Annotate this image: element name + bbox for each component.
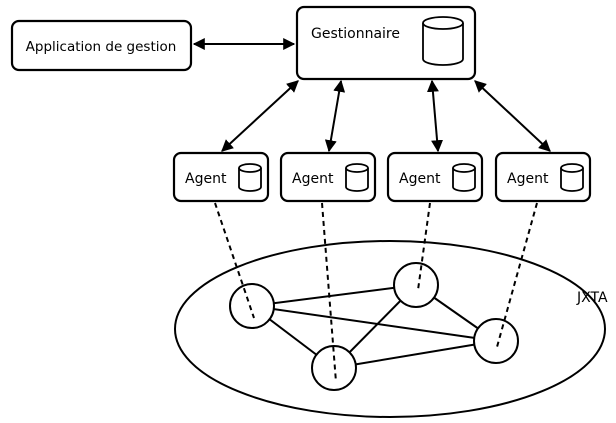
agent-peer-links (214, 202, 538, 383)
manager-agent-arrow (221, 80, 299, 152)
agent-peer-link (214, 202, 255, 319)
manager-database-icon (422, 16, 464, 66)
manager-label: Gestionnaire (311, 26, 400, 42)
peer-nodes (229, 262, 519, 391)
peer-edge (251, 305, 497, 342)
agent-database-icon (452, 163, 476, 192)
agent-label: Agent (185, 171, 227, 187)
jxta-label: JXTA (576, 290, 608, 306)
management-app-box (10, 19, 193, 72)
agent-peer-link (496, 202, 538, 348)
peer-edge (251, 284, 417, 307)
agent-node: Agent (172, 151, 270, 203)
agent-database-icon (238, 163, 262, 192)
agent-label: Agent (507, 171, 549, 187)
agent-peer-link (417, 202, 431, 291)
agent-peer-link (321, 202, 337, 383)
peer-node (473, 318, 519, 364)
manager-agent-arrow (324, 79, 346, 153)
manager-agent-arrow (426, 79, 444, 153)
agent-node: Agent (386, 151, 484, 203)
peer-edge (333, 340, 497, 369)
peer-node (229, 283, 275, 329)
agent-label: Agent (292, 171, 334, 187)
agent-database-icon (345, 163, 369, 192)
agent-node: Agent (494, 151, 592, 203)
agent-database-icon (560, 163, 584, 192)
jxta-network (174, 240, 606, 418)
management-app-label: Application de gestion (26, 39, 177, 55)
agent-node: Agent (279, 151, 377, 203)
peer-node (393, 262, 439, 308)
agent-label: Agent (399, 171, 441, 187)
manager-agent-arrow (474, 80, 551, 152)
